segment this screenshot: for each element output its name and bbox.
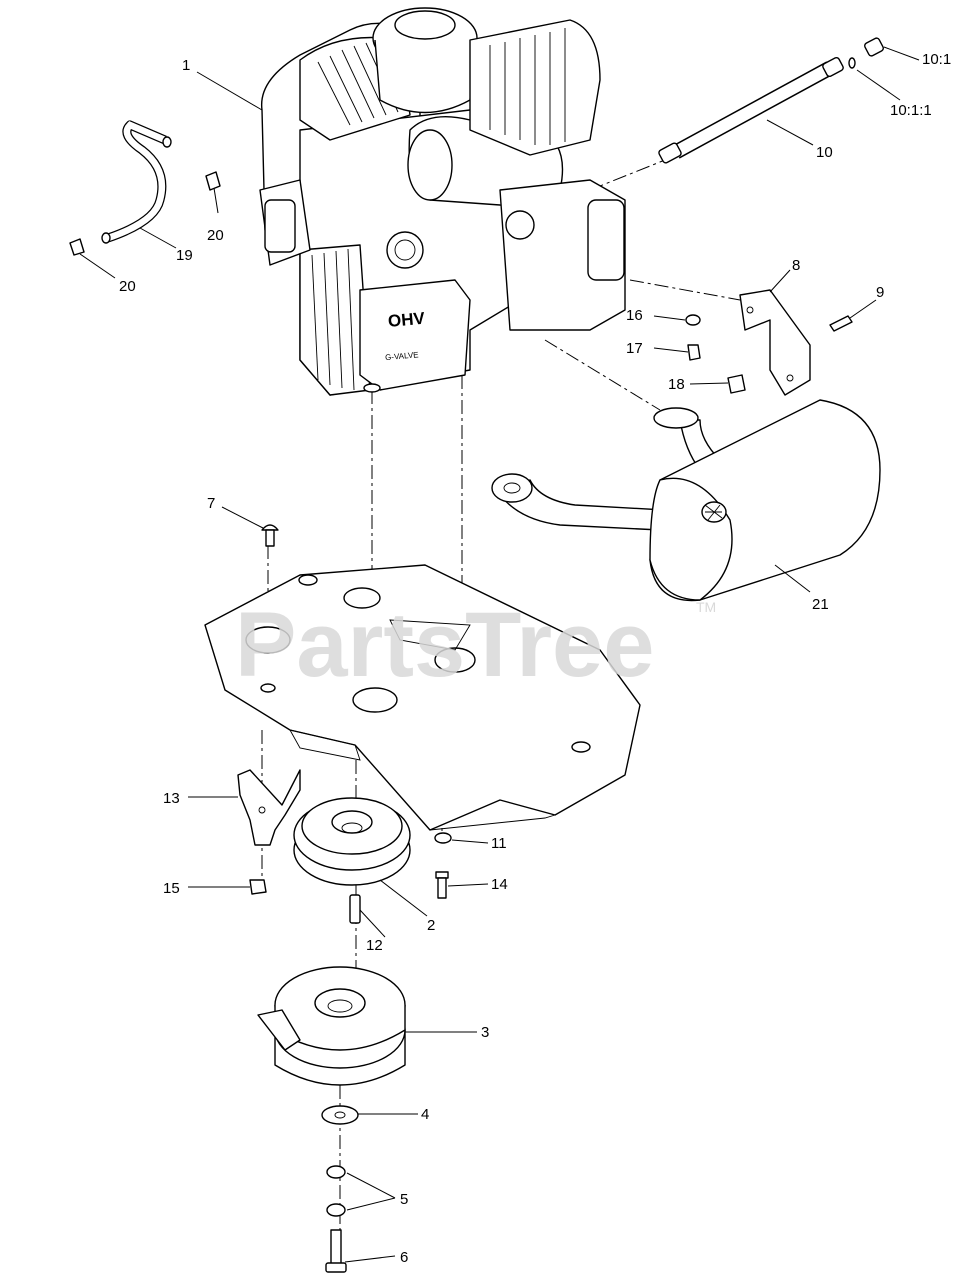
leader-lines bbox=[79, 46, 920, 1263]
callout-labels: 1 2 3 4 5 6 7 8 9 10 10:1 10:1:1 11 12 1… bbox=[119, 51, 951, 1266]
engine: OHV G-VALVE bbox=[259, 7, 626, 396]
muffler-bracket bbox=[739, 289, 811, 396]
callout-13: 13 bbox=[163, 790, 180, 807]
washer-16 bbox=[685, 314, 701, 326]
nut-17 bbox=[687, 344, 701, 361]
muffler bbox=[491, 399, 881, 602]
callout-9: 9 bbox=[876, 284, 884, 301]
washer-4 bbox=[321, 1105, 359, 1125]
pulley bbox=[293, 797, 411, 886]
callout-12: 12 bbox=[366, 937, 383, 954]
oil-drain-hose bbox=[658, 56, 844, 164]
callout-6: 6 bbox=[400, 1249, 408, 1266]
key bbox=[349, 894, 361, 924]
ohv-label: OHV bbox=[387, 309, 426, 331]
callout-8: 8 bbox=[792, 257, 800, 274]
callout-17: 17 bbox=[626, 340, 643, 357]
lock-washer-lower bbox=[326, 1203, 346, 1217]
engine-deck bbox=[204, 564, 641, 831]
watermark-text: PartsTree bbox=[235, 594, 654, 696]
hose-clamp-lower bbox=[69, 238, 85, 256]
lock-washer-upper bbox=[326, 1165, 346, 1179]
clutch-bracket bbox=[237, 769, 301, 846]
callout-10: 10 bbox=[816, 144, 833, 161]
callout-10-1-1: 10:1:1 bbox=[890, 102, 932, 119]
drain-cap bbox=[864, 37, 884, 57]
washer-11 bbox=[434, 832, 452, 844]
callout-19: 19 bbox=[176, 247, 193, 264]
callout-5: 5 bbox=[400, 1191, 408, 1208]
callout-21: 21 bbox=[812, 596, 829, 613]
callout-2: 2 bbox=[427, 917, 435, 934]
clip-18 bbox=[727, 374, 746, 394]
hose-clamp-upper bbox=[205, 171, 221, 191]
carriage-bolt bbox=[261, 524, 279, 547]
valve-label: G-VALVE bbox=[385, 350, 419, 362]
bolt-14 bbox=[435, 871, 449, 899]
electric-clutch bbox=[257, 966, 406, 1086]
fuel-line bbox=[101, 120, 172, 244]
callout-4: 4 bbox=[421, 1106, 429, 1123]
callout-20-lower: 20 bbox=[119, 278, 136, 295]
bolt-6 bbox=[325, 1229, 347, 1273]
callout-16: 16 bbox=[626, 307, 643, 324]
callout-14: 14 bbox=[491, 876, 508, 893]
callout-1: 1 bbox=[182, 57, 190, 74]
callout-10-1: 10:1 bbox=[922, 51, 951, 68]
callout-11: 11 bbox=[491, 835, 507, 852]
callout-20-upper: 20 bbox=[207, 227, 224, 244]
bolt-9 bbox=[829, 315, 853, 332]
callout-18: 18 bbox=[668, 376, 685, 393]
watermark: PartsTree TM bbox=[235, 594, 716, 696]
watermark-trademark: TM bbox=[696, 599, 716, 615]
drain-washer bbox=[848, 57, 856, 69]
callout-7: 7 bbox=[207, 495, 215, 512]
flange-nut-15 bbox=[249, 879, 267, 895]
callout-15: 15 bbox=[163, 880, 180, 897]
callout-3: 3 bbox=[481, 1024, 489, 1041]
